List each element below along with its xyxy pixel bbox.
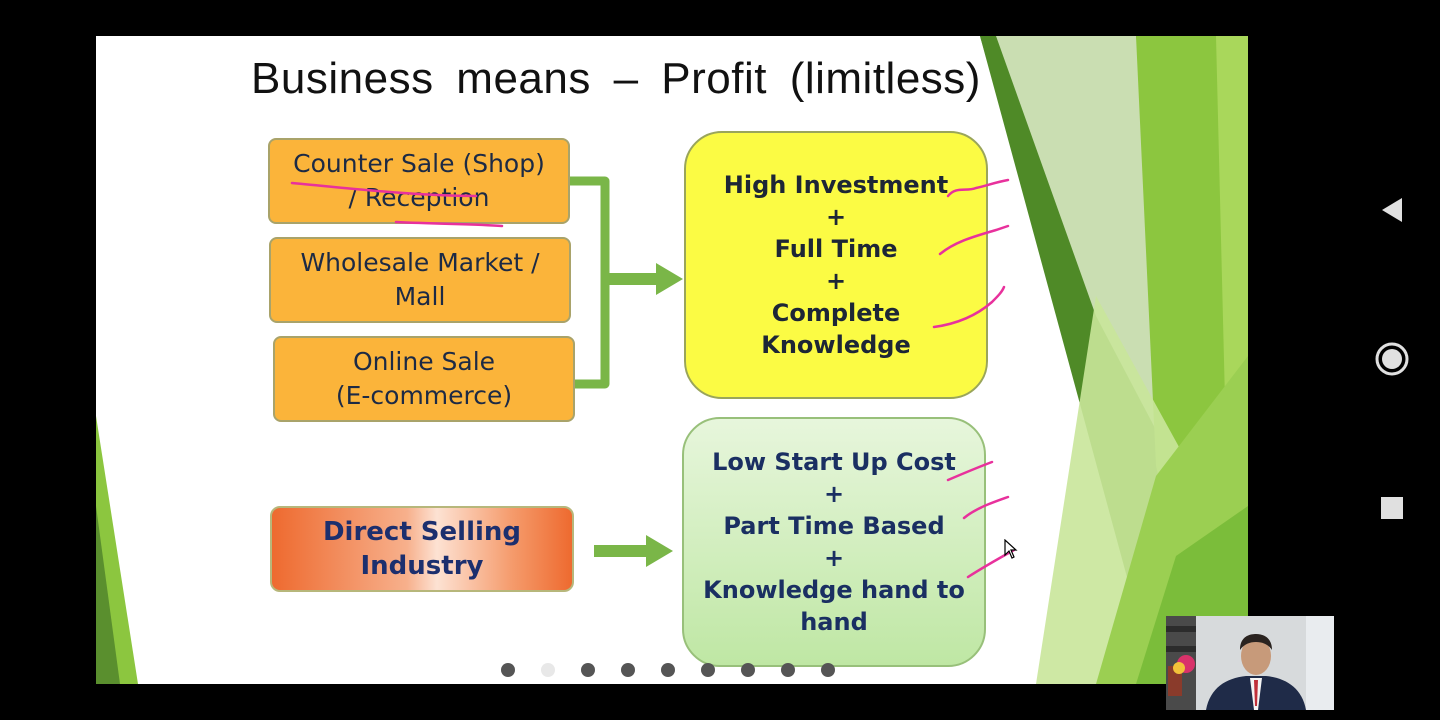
result-plus: +	[823, 480, 845, 508]
result-item: hand	[800, 608, 868, 636]
traditional-result-box: High Investment + Full Time + Complete K…	[684, 131, 988, 399]
recents-button[interactable]	[1344, 478, 1440, 538]
slide-title-text: Business means – Profit (limitless)	[251, 54, 981, 103]
slide-pagination[interactable]	[501, 663, 835, 677]
pagination-dot-active[interactable]	[541, 663, 555, 677]
channel-wholesale-box: Wholesale Market / Mall	[269, 237, 571, 323]
direct-selling-box: Direct Selling Industry	[270, 506, 574, 592]
pagination-dot[interactable]	[581, 663, 595, 677]
direct-selling-line: Direct Selling	[322, 517, 522, 547]
home-icon	[1375, 342, 1409, 376]
mouse-cursor-icon	[1004, 539, 1018, 559]
result-item: Knowledge hand to	[703, 576, 965, 604]
channel-line: Mall	[394, 282, 446, 311]
result-item: Low Start Up Cost	[712, 448, 956, 476]
slide-background-decoration	[96, 36, 1248, 684]
result-item: Part Time Based	[723, 512, 945, 540]
result-item: High Investment	[723, 171, 949, 199]
presenter-video-overlay[interactable]	[1166, 616, 1334, 710]
presenter-video-icon	[1166, 616, 1334, 710]
pagination-dot[interactable]	[821, 663, 835, 677]
recents-icon	[1381, 497, 1403, 519]
pagination-dot[interactable]	[781, 663, 795, 677]
channel-line: / Reception	[348, 183, 490, 212]
pagination-dot[interactable]	[621, 663, 635, 677]
system-navigation-bar	[1344, 0, 1440, 720]
pagination-dot[interactable]	[741, 663, 755, 677]
pagination-dot[interactable]	[701, 663, 715, 677]
channel-online-sale-box: Online Sale (E-commerce)	[273, 336, 575, 422]
pagination-dot[interactable]	[501, 663, 515, 677]
result-item: Complete	[771, 299, 901, 327]
result-item: Full Time	[774, 235, 898, 263]
back-button[interactable]	[1344, 180, 1440, 240]
channel-line: Wholesale Market /	[300, 248, 540, 277]
channel-counter-sale-box: Counter Sale (Shop) / Reception	[268, 138, 570, 224]
channel-line: Counter Sale (Shop)	[293, 149, 545, 178]
result-plus: +	[825, 267, 847, 295]
back-icon	[1382, 198, 1402, 222]
direct-result-box: Low Start Up Cost + Part Time Based + Kn…	[682, 417, 986, 667]
result-plus: +	[825, 203, 847, 231]
result-item: Knowledge	[761, 331, 911, 359]
channel-line: (E-commerce)	[335, 381, 513, 410]
presentation-slide: Business means – Profit (limitless) Coun…	[96, 36, 1248, 684]
home-button[interactable]	[1344, 329, 1440, 389]
direct-selling-line: Industry	[360, 551, 484, 581]
slide-title: Business means – Profit (limitless)	[96, 54, 1196, 104]
pagination-dot[interactable]	[661, 663, 675, 677]
channel-line: Online Sale	[352, 347, 496, 376]
result-plus: +	[823, 544, 845, 572]
